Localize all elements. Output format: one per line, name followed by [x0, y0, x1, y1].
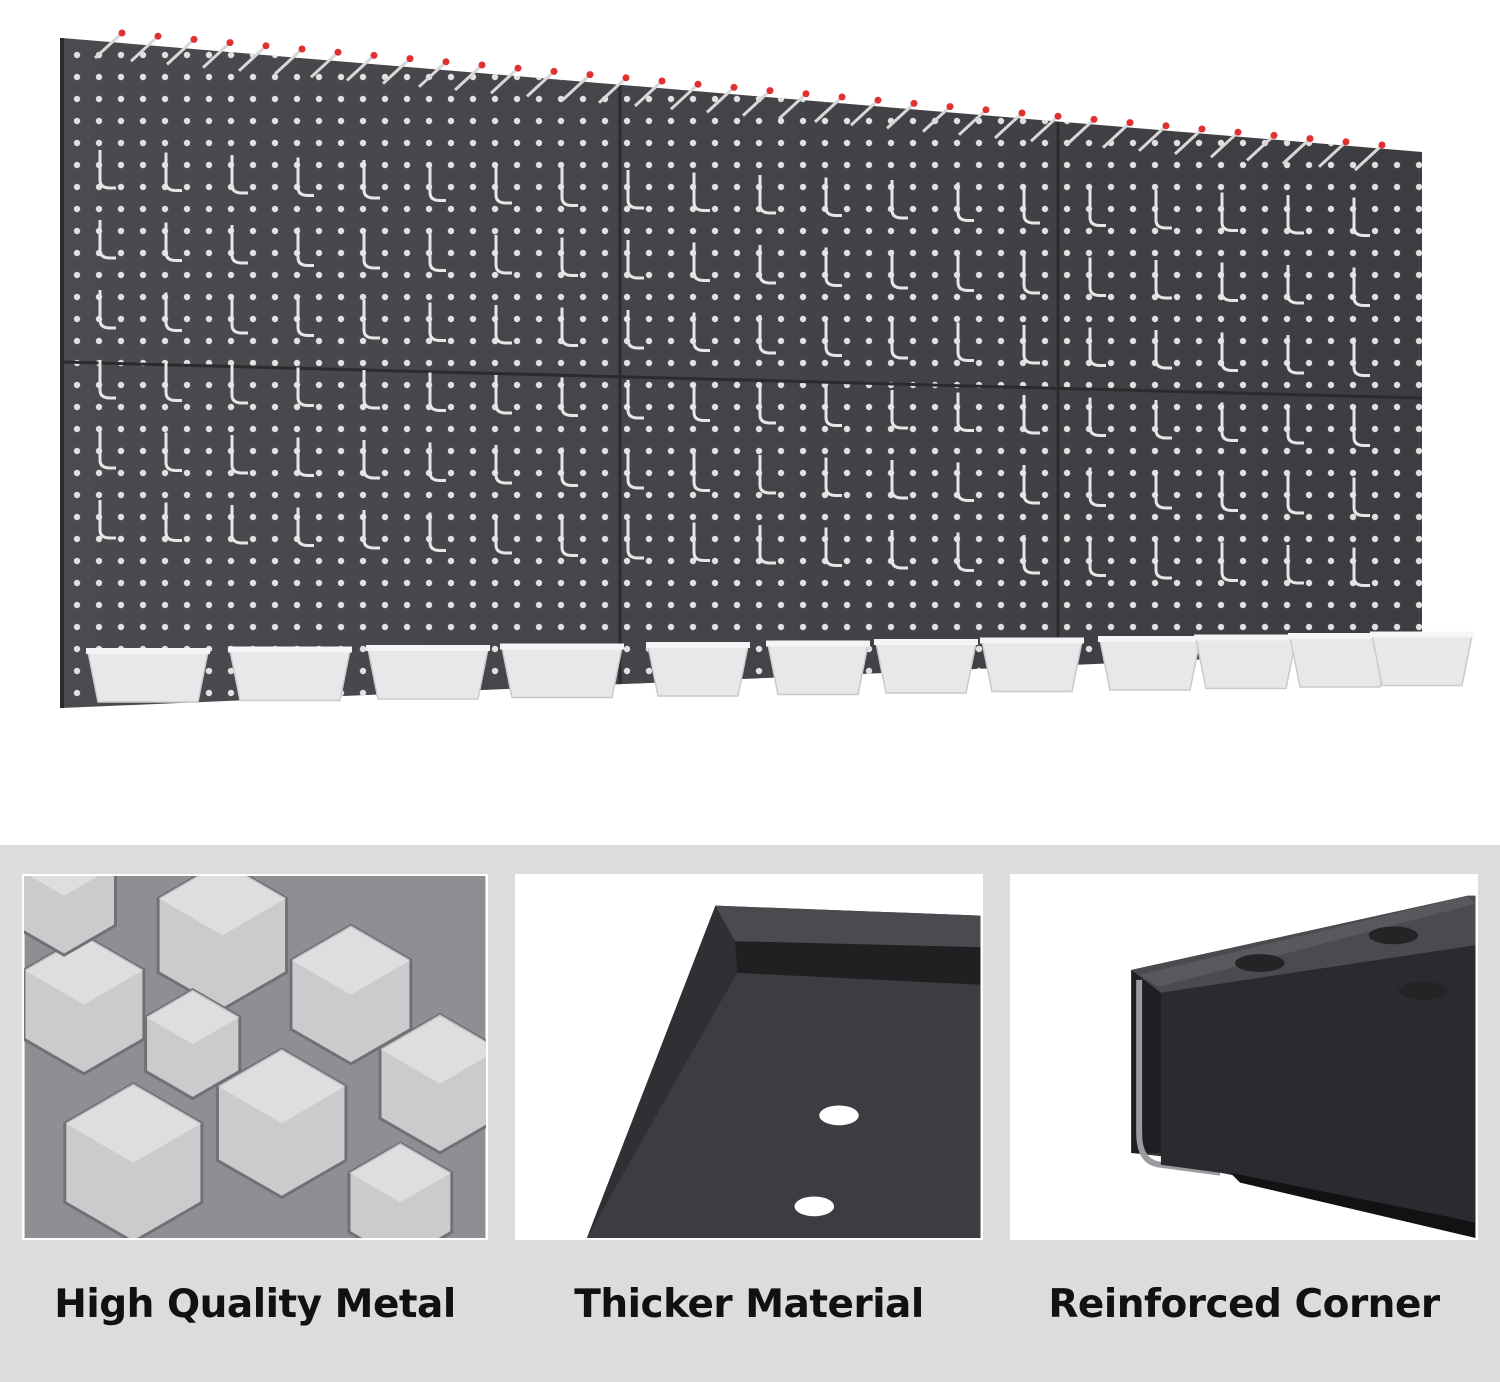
storage-bins — [86, 631, 1474, 703]
reinforced-corner-photo — [1010, 874, 1478, 1240]
feature-label-metal: High Quality Metal — [54, 1282, 456, 1327]
feature-label-thicker: Thicker Material — [574, 1282, 924, 1327]
feature-label-corner: Reinforced Corner — [1048, 1282, 1440, 1327]
peg-hooks — [93, 29, 1386, 587]
pegboard-product-image — [60, 29, 1474, 708]
thicker-material-photo — [515, 874, 983, 1240]
metal-bars-photo — [22, 874, 488, 1240]
